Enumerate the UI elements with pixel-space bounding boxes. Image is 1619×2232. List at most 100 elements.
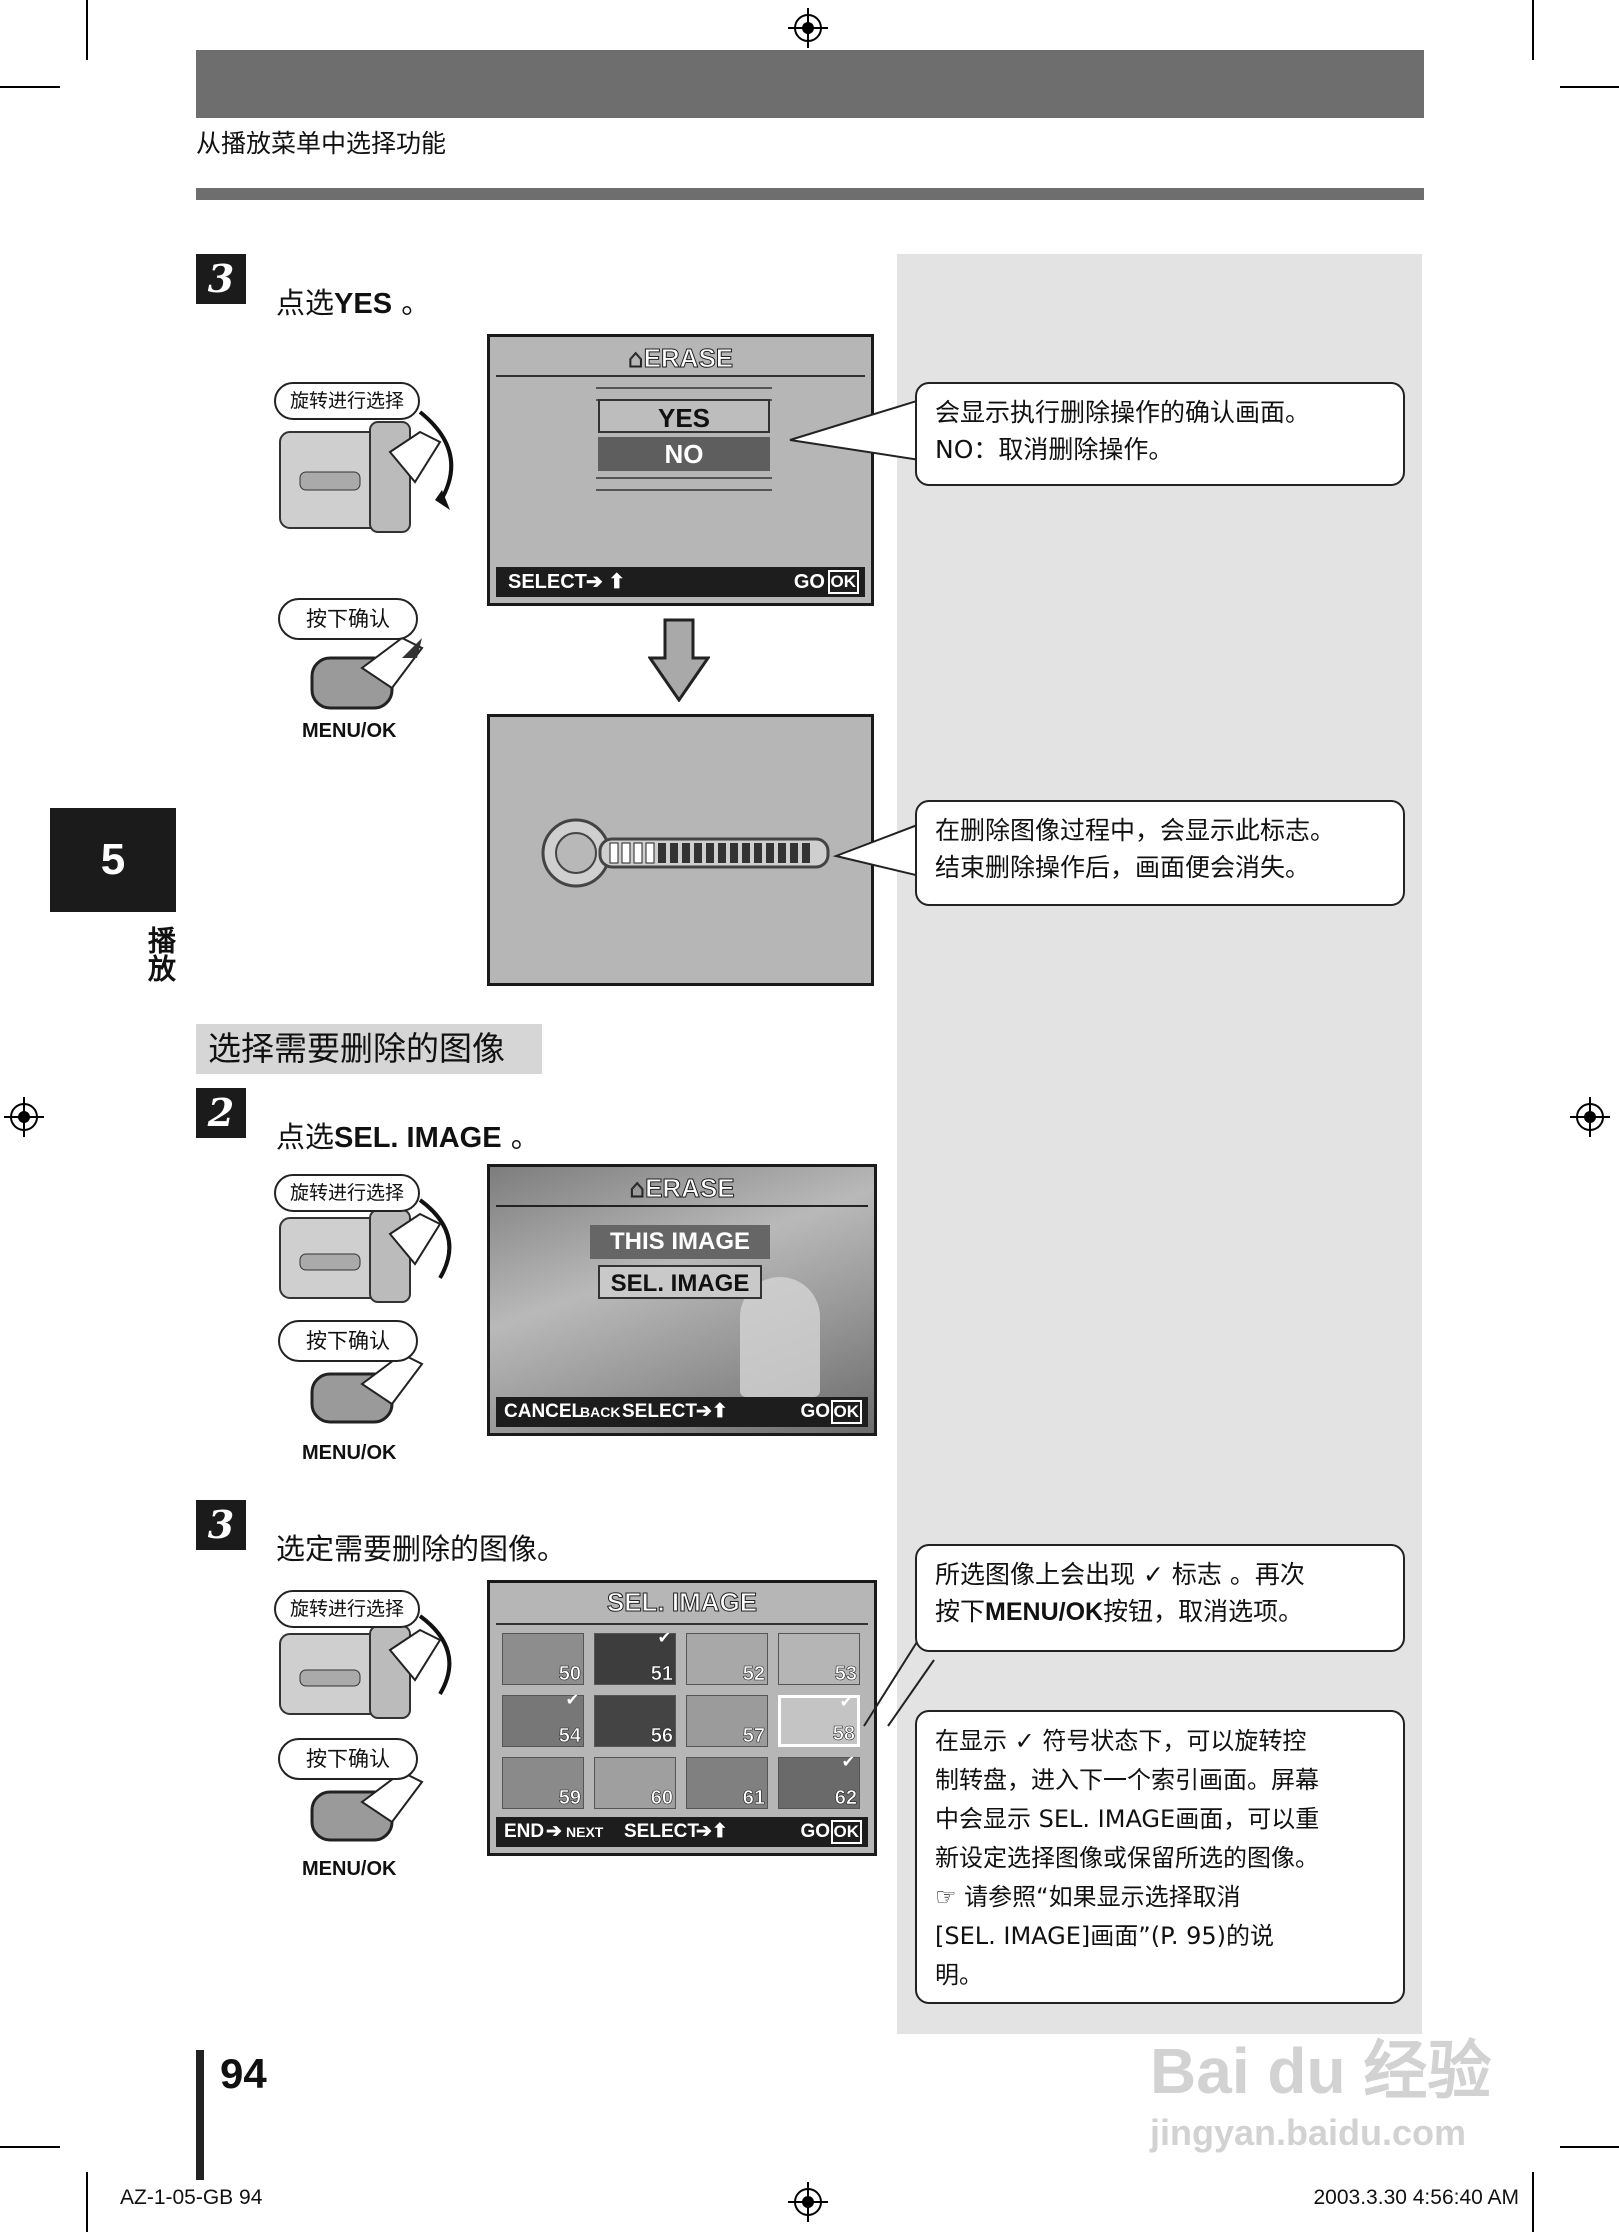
thumbnail-cursor[interactable]: ✔58: [778, 1692, 860, 1747]
yes-option[interactable]: YES: [598, 399, 770, 433]
step-number: 3: [196, 254, 246, 304]
lcd-status-bar: SELECT ➔ ⬆ GO OK: [496, 567, 865, 597]
menu-ok-label: MENU/OK: [302, 1442, 397, 1464]
menu-ok-label: MENU/OK: [302, 720, 397, 742]
footer-left: AZ-1-05-GB 94: [120, 2186, 263, 2209]
page-number: 94: [220, 2050, 267, 2097]
callout-pointer: [789, 398, 920, 462]
crop-mark: [0, 2146, 60, 2148]
ok-icon: OK: [827, 570, 859, 594]
thumbnail-selected[interactable]: ✔51: [594, 1628, 676, 1685]
header-bar: [196, 50, 1424, 118]
lcd-status-bar: END ➔ NEXT SELECT ➔⬆ GO OK: [496, 1817, 868, 1847]
go-hint: GO: [800, 1401, 830, 1422]
watermark: Bai du 经验 jingyan.baidu.com: [1150, 2020, 1520, 2170]
go-hint: GO: [800, 1821, 830, 1842]
end-hint: END: [504, 1821, 545, 1842]
callout-progress-indicator: 在删除图像过程中，会显示此标志。 结束删除操作后，画面便会消失。: [915, 800, 1405, 906]
trash-icon: ⌂: [629, 1173, 646, 1204]
page-header-title: 从播放菜单中选择功能: [196, 129, 447, 158]
check-mark-icon: ✓: [1014, 1727, 1035, 1755]
chapter-number-tab: 5: [50, 808, 176, 912]
registration-mark-icon: [1570, 1097, 1610, 1137]
registration-mark-icon: [788, 8, 828, 48]
this-image-option[interactable]: THIS IMAGE: [590, 1225, 770, 1259]
thumbnail[interactable]: 59: [502, 1757, 584, 1809]
back-icon: BACK: [580, 1404, 621, 1420]
thumbnail-selected[interactable]: ✔62: [778, 1752, 860, 1809]
crop-mark: [1560, 86, 1619, 88]
thumbnail[interactable]: 57: [686, 1695, 768, 1747]
crop-mark: [86, 2172, 88, 2232]
select-hint: SELECT: [624, 1821, 699, 1842]
check-mark-icon: ✓: [1142, 1560, 1164, 1589]
rotate-dial-illustration: 旋转进行选择: [270, 382, 470, 538]
thumbnail-selected[interactable]: ✔54: [502, 1690, 584, 1747]
press-label: 按下确认: [278, 598, 418, 640]
crop-mark: [0, 86, 60, 88]
step-instruction: 点选YES 。: [276, 286, 431, 320]
check-icon: ✔: [565, 1690, 579, 1709]
trash-icon: ⌂: [627, 343, 644, 374]
thumbnail[interactable]: 60: [594, 1757, 676, 1809]
callout-pointer: [832, 822, 920, 878]
check-icon: ✔: [657, 1628, 671, 1647]
lcd-status-bar: CANCEL BACK SELECT ➔⬆ GO OK: [496, 1397, 868, 1427]
crop-mark: [1560, 2146, 1619, 2148]
thumbnail[interactable]: 61: [686, 1757, 768, 1809]
watermark-url: jingyan.baidu.com: [1150, 2112, 1467, 2153]
rotate-label: 旋转进行选择: [274, 382, 421, 420]
callout-confirm-screen: 会显示执行删除操作的确认画面。 NO：取消删除操作。: [915, 382, 1405, 486]
crop-mark: [86, 0, 88, 60]
ok-icon: OK: [830, 1820, 862, 1844]
step-instruction: 点选SEL. IMAGE 。: [276, 1120, 540, 1154]
check-icon: ✔: [839, 1692, 853, 1711]
next-icon: NEXT: [566, 1824, 604, 1840]
ok-icon: OK: [830, 1400, 862, 1424]
step-number: 3: [196, 1500, 246, 1550]
no-option[interactable]: NO: [598, 437, 770, 471]
press-button-illustration: 按下确认: [272, 598, 472, 716]
section-heading: 选择需要删除的图像: [196, 1024, 542, 1074]
callout-pointer: [863, 1633, 935, 1727]
press-label: 按下确认: [278, 1320, 418, 1362]
thumbnail[interactable]: 50: [502, 1633, 584, 1685]
arrow-dial-icon: ➔⬆: [696, 1821, 728, 1842]
callout-index-navigation: 在显示 ✓ 符号状态下，可以旋转控 制转盘，进入下一个索引画面。屏幕 中会显示 …: [915, 1710, 1405, 2004]
rotate-label: 旋转进行选择: [274, 1174, 421, 1212]
busy-indicator-icon: [541, 818, 830, 888]
select-hint: SELECT: [622, 1401, 697, 1422]
watermark-brand: Bai du 经验: [1150, 2035, 1492, 2107]
thumbnail[interactable]: 56: [594, 1695, 676, 1747]
sel-image-index-screen: SEL. IMAGE 50 ✔51 52 53 ✔54 56 57 ✔58 59…: [487, 1580, 877, 1856]
header-rule: [196, 188, 1424, 200]
step-number: 2: [196, 1088, 246, 1138]
sel-image-title: SEL. IMAGE: [606, 1587, 758, 1618]
select-hint: SELECT: [508, 571, 587, 593]
erase-confirm-screen: ⌂ERASE YES NO SELECT ➔ ⬆ GO OK: [487, 334, 874, 606]
registration-mark-icon: [788, 2182, 828, 2222]
rotate-label: 旋转进行选择: [274, 1590, 421, 1628]
erase-progress-screen: [487, 714, 874, 986]
menu-ok-label: MENU/OK: [302, 1858, 397, 1880]
erase-title: ⌂ERASE: [629, 1173, 735, 1204]
chapter-title: 播放: [144, 926, 177, 982]
footer-right: 2003.3.30 4:56:40 AM: [1313, 2186, 1520, 2209]
sel-image-option[interactable]: SEL. IMAGE: [598, 1265, 762, 1299]
rotate-dial-illustration: 旋转进行选择: [270, 1590, 470, 1720]
thumbnail[interactable]: 53: [778, 1633, 860, 1685]
press-button-illustration: 按下确认: [272, 1320, 472, 1430]
cancel-hint: CANCEL: [504, 1401, 584, 1422]
step-instruction: 选定需要删除的图像。: [276, 1532, 567, 1566]
arrow-icon: ➔: [546, 1821, 562, 1842]
callout-check-mark: 所选图像上会出现 ✓ 标志 。再次 按下MENU/OK按钮，取消选项。: [915, 1544, 1405, 1652]
thumbnail[interactable]: 52: [686, 1633, 768, 1685]
registration-mark-icon: [4, 1097, 44, 1137]
rotate-dial-illustration: 旋转进行选择: [270, 1174, 470, 1304]
check-icon: ✔: [841, 1752, 855, 1771]
press-button-illustration: 按下确认: [272, 1738, 472, 1848]
arrow-dial-icon: ➔ ⬆: [586, 571, 626, 593]
crop-mark: [1532, 2172, 1534, 2232]
page-number-rule: [196, 2050, 204, 2180]
pointing-hand-icon: ☞: [935, 1883, 957, 1911]
